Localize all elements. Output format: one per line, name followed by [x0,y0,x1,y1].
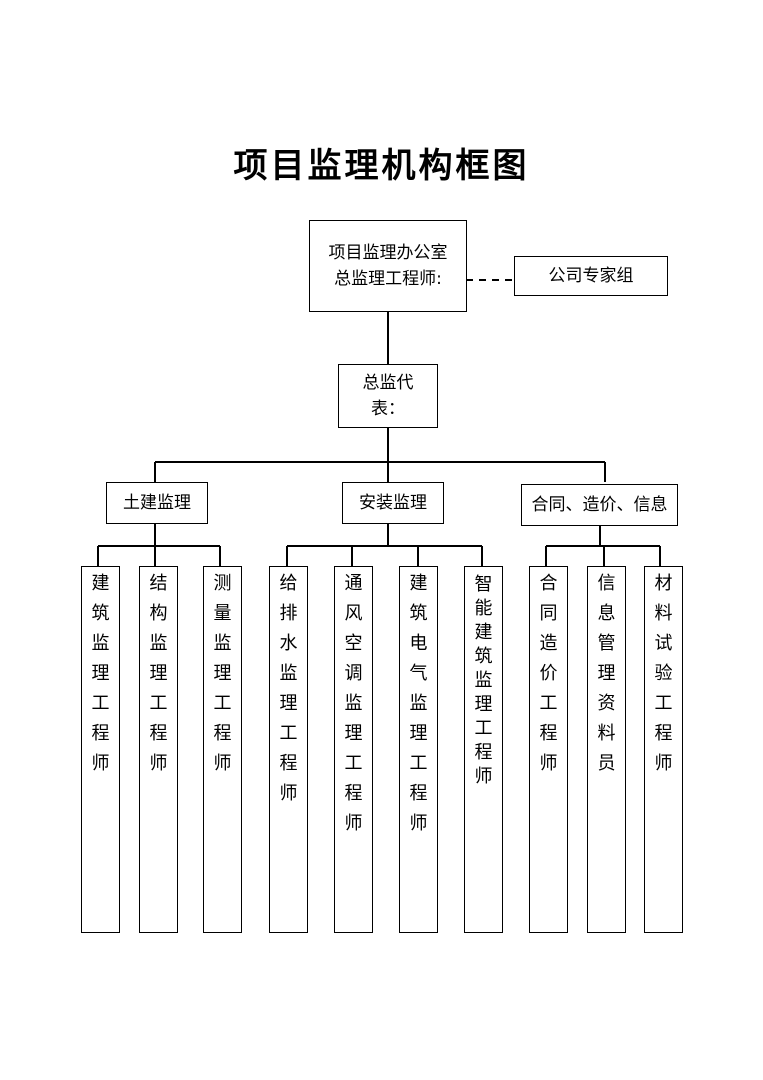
role-label: 材料试验工程师 [654,573,673,774]
deputy-line2: 表： [371,399,405,419]
role-label: 给排水监理工程师 [279,573,298,804]
role-box: 建筑监理工程师 [81,566,120,933]
role-box: 通风空调监理工程师 [334,566,373,933]
role-label: 智能建筑监理工程师 [474,574,493,787]
role-label: 建筑监理工程师 [91,573,110,774]
role-box: 材料试验工程师 [644,566,683,933]
role-box: 建筑电气监理工程师 [399,566,438,933]
role-box: 测量监理工程师 [203,566,242,933]
group-civil: 土建监理 [106,482,208,524]
role-label: 测量监理工程师 [213,573,232,774]
chief-engineer-label: 总监理工程师: [334,269,442,289]
project-office-box: 项目监理办公室 总监理工程师: [309,220,467,312]
deputy-box: 总监代 表： [338,364,438,428]
expert-group-box: 公司专家组 [514,256,668,296]
role-box: 合同造价工程师 [529,566,568,933]
chart-title: 项目监理机构框图 [233,146,530,186]
role-label: 结构监理工程师 [149,573,168,774]
role-box: 信息管理资料员 [587,566,626,933]
role-label: 通风空调监理工程师 [344,573,363,834]
group-contract: 合同、造价、信息 [521,484,678,526]
office-title: 项目监理办公室 [328,243,448,263]
role-box: 智能建筑监理工程师 [464,566,503,933]
role-label: 建筑电气监理工程师 [409,573,428,834]
role-label: 信息管理资料员 [597,573,616,774]
role-box: 结构监理工程师 [139,566,178,933]
role-box: 给排水监理工程师 [269,566,308,933]
deputy-line1: 总监代 [362,373,414,393]
group-installation: 安装监理 [342,482,444,524]
role-label: 合同造价工程师 [539,573,558,774]
